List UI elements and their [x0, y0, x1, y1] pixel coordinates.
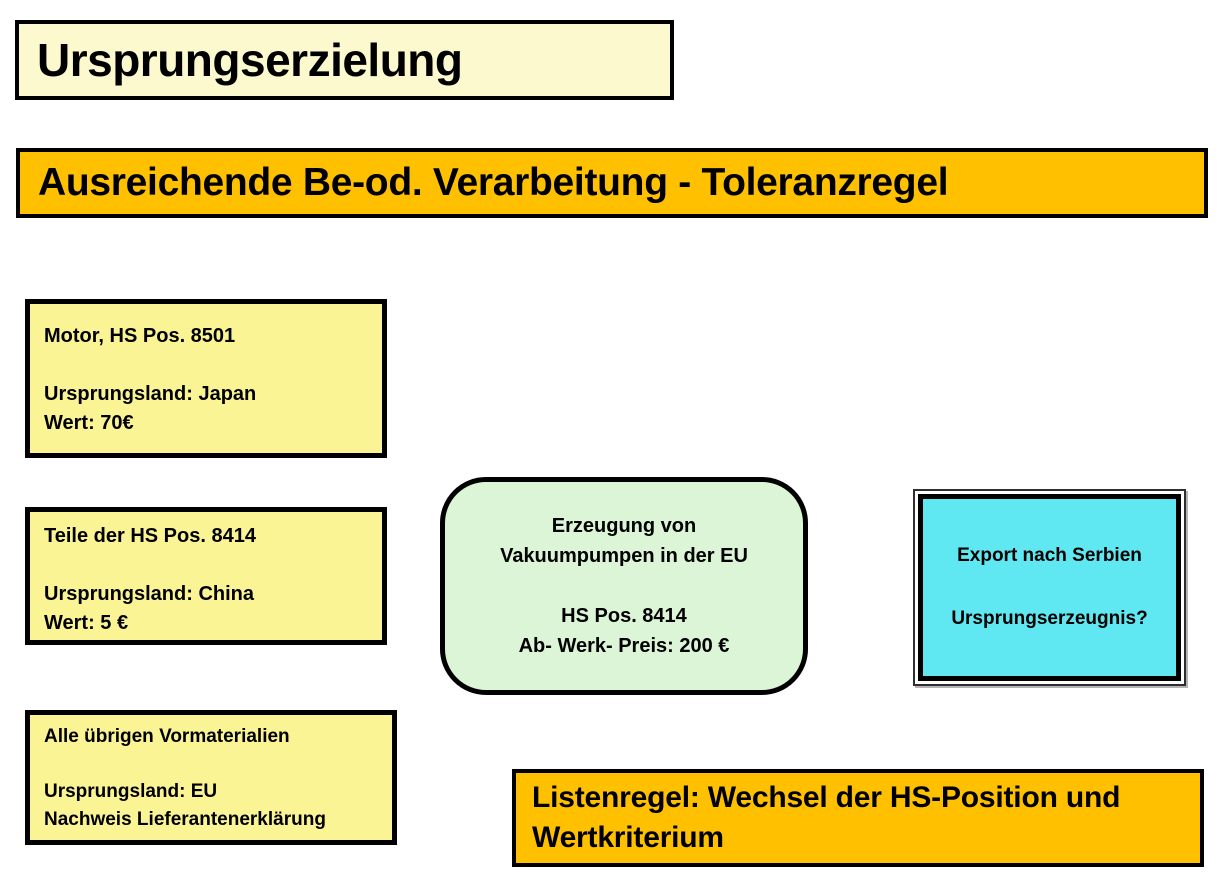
production-box-text: Erzeugung von Vakuumpumpen in der EU HS …: [500, 515, 748, 657]
material-box-teile: Teile der HS Pos. 8414 Ursprungsland: Ch…: [25, 507, 387, 645]
section-banner-text: Ausreichende Be-od. Verarbeitung - Toler…: [38, 161, 949, 204]
slide-title-box: Ursprungserzielung: [15, 20, 674, 100]
export-box: Export nach Serbien Ursprungserzeugnis?: [918, 494, 1181, 681]
rule-box: Listenregel: Wechsel der HS-Position und…: [512, 769, 1204, 867]
material-box-motor: Motor, HS Pos. 8501 Ursprungsland: Japan…: [25, 299, 387, 458]
section-banner: Ausreichende Be-od. Verarbeitung - Toler…: [16, 148, 1208, 218]
export-box-frame: Export nach Serbien Ursprungserzeugnis?: [913, 489, 1186, 686]
rule-box-text: Listenregel: Wechsel der HS-Position und…: [532, 780, 1121, 855]
export-box-text: Export nach Serbien Ursprungserzeugnis?: [951, 545, 1148, 630]
material-box-vormaterialien: Alle übrigen Vormaterialien Ursprungslan…: [25, 710, 397, 845]
production-box: Erzeugung von Vakuumpumpen in der EU HS …: [440, 477, 808, 695]
slide-title-text: Ursprungserzielung: [37, 34, 463, 86]
